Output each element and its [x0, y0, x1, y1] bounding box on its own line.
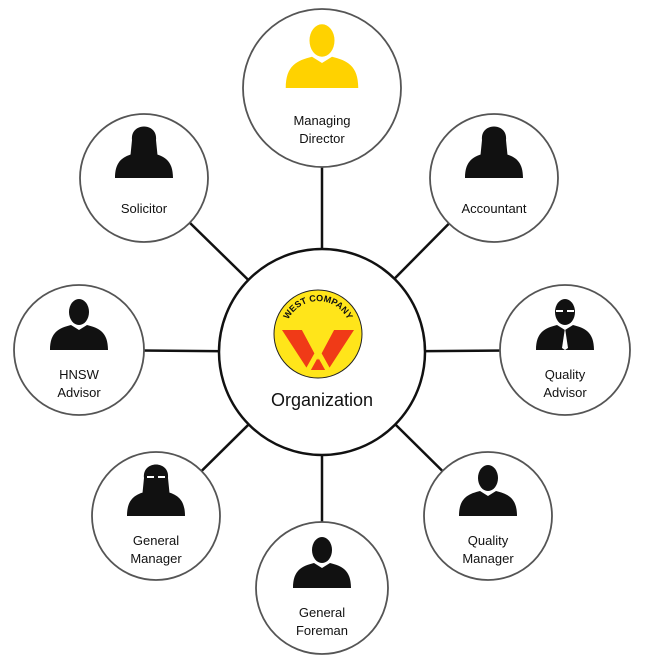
person-male-icon — [293, 537, 351, 588]
person-female-icon — [115, 126, 173, 178]
role-label-line2: Advisor — [543, 385, 587, 400]
center-label: Organization — [271, 390, 373, 410]
person-bearded-icon — [50, 299, 108, 350]
role-label-line1: Quality — [468, 533, 509, 548]
west-company-logo: WEST COMPANY — [273, 289, 363, 379]
role-label-line2: Advisor — [57, 385, 101, 400]
role-node[interactable]: HNSW Advisor — [13, 284, 145, 416]
role-label-line1: Managing — [293, 113, 350, 128]
role-label-line2: Manager — [130, 551, 182, 566]
role-node[interactable]: Accountant — [429, 113, 559, 243]
role-node[interactable]: Solicitor — [79, 113, 209, 243]
role-label-line2: Director — [299, 131, 345, 146]
role-label-line1: Solicitor — [121, 201, 168, 216]
role-label-line1: General — [133, 533, 179, 548]
person-female-icon — [465, 126, 523, 178]
role-label-line1: HNSW — [59, 367, 99, 382]
person-female-glasses-icon — [127, 464, 185, 516]
person-male-icon — [459, 465, 517, 516]
role-label-line1: Quality — [545, 367, 586, 382]
center-node[interactable]: WEST COMPANY Organization — [217, 247, 427, 457]
role-label-line1: Accountant — [461, 201, 526, 216]
person-male-icon — [285, 24, 359, 88]
person-glasses-tie-icon — [536, 299, 594, 350]
role-label-line1: General — [299, 605, 345, 620]
role-label-line2: Manager — [462, 551, 514, 566]
role-label-line2: Foreman — [296, 623, 348, 638]
